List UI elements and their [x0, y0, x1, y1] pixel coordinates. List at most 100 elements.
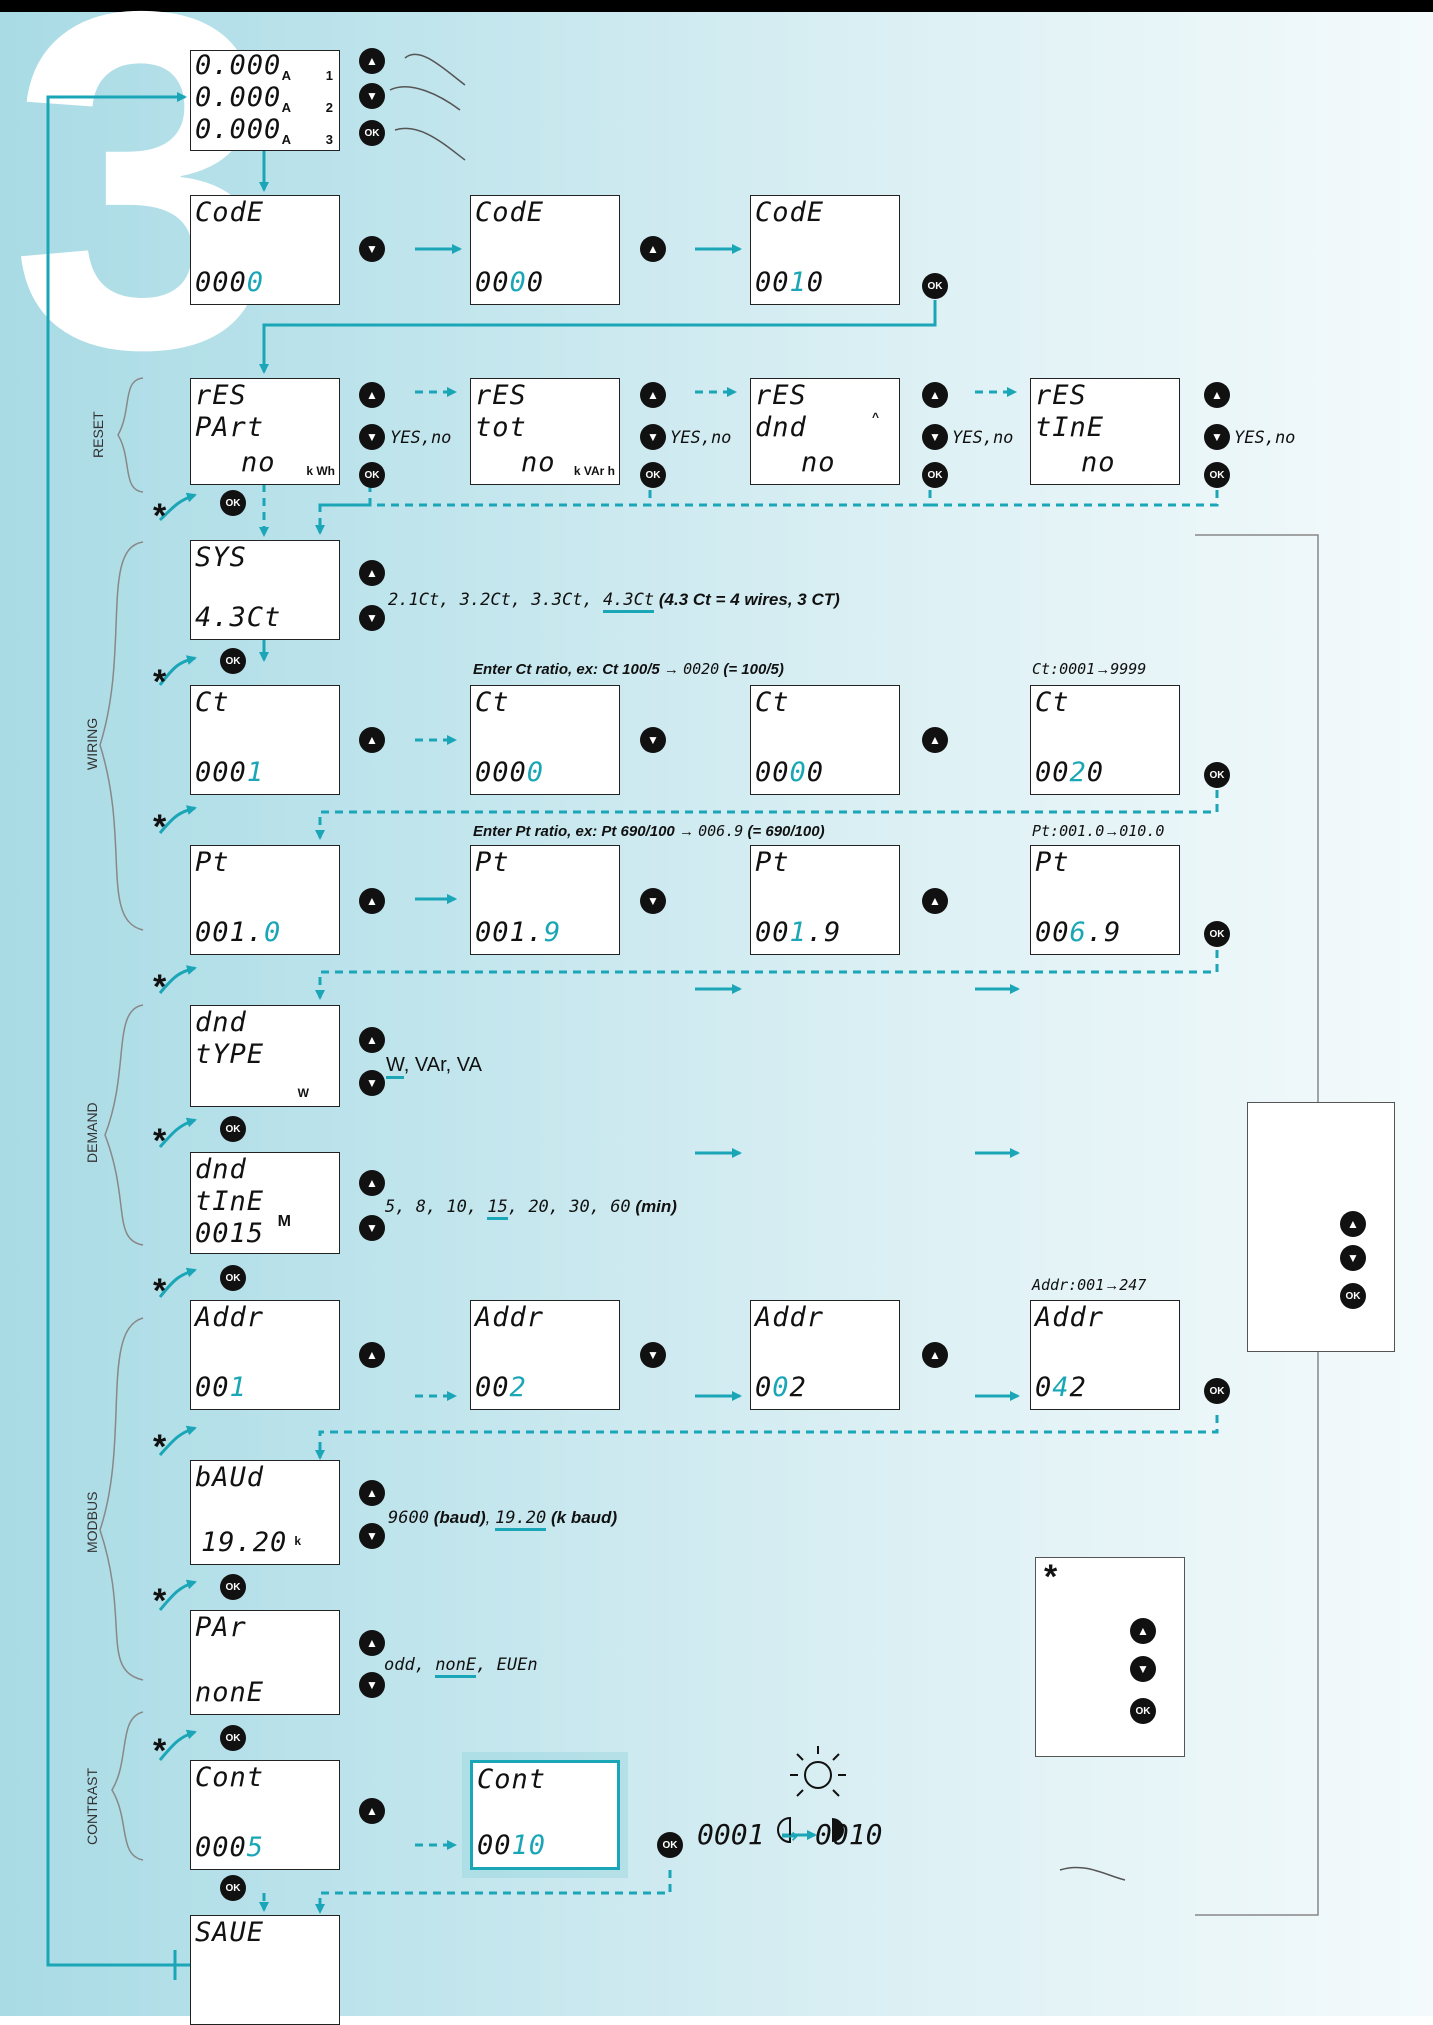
display-reset-time: rES tInE no — [1030, 378, 1180, 485]
pt-range-caption: Pt:001.0→010.0 — [1032, 822, 1164, 840]
addr-range-caption: Addr:001→247 — [1032, 1276, 1146, 1294]
parity-options: odd, nonE, EUEn — [384, 1655, 538, 1675]
ok-button[interactable]: OK — [640, 462, 666, 488]
down-button[interactable]: ▼ — [359, 1070, 385, 1096]
ok-button[interactable]: OK — [922, 462, 948, 488]
ok-button[interactable]: OK — [359, 462, 385, 488]
ok-button[interactable]: OK — [657, 1832, 683, 1858]
display-currents: 0.000 0.000 0.000 A A A 1 2 3 — [190, 50, 340, 151]
star-hint-panel: * ▲ ▼ OK — [1035, 1557, 1185, 1757]
up-button[interactable]: ▲ — [359, 1480, 385, 1506]
star-mark: * — [153, 808, 166, 847]
up-button[interactable]: ▲ — [922, 888, 948, 914]
ok-button[interactable]: OK — [220, 1116, 246, 1142]
yes-no-option: YES,no — [1234, 428, 1295, 448]
up-button[interactable]: ▲ — [359, 1342, 385, 1368]
up-button[interactable]: ▲ — [359, 560, 385, 586]
yes-no-option: YES,no — [390, 428, 451, 448]
display-ct-4: Ct 0020 — [1030, 685, 1180, 795]
display-ct-3: Ct 0000 — [750, 685, 900, 795]
ok-button[interactable]: OK — [220, 1875, 246, 1901]
ok-button[interactable]: OK — [922, 273, 948, 299]
display-parity: PAr nonE — [190, 1610, 340, 1715]
up-button[interactable]: ▲ — [640, 236, 666, 262]
up-button[interactable]: ▲ — [1130, 1618, 1156, 1644]
up-button[interactable]: ▲ — [640, 382, 666, 408]
return-line — [48, 97, 190, 1965]
ok-button[interactable]: OK — [220, 1725, 246, 1751]
demand-time-options: 5, 8, 10, 15, 20, 30, 60 (min) — [385, 1197, 677, 1217]
ok-button[interactable]: OK — [1204, 1378, 1230, 1404]
display-demand-time: dnd tInE 0015 M — [190, 1152, 340, 1254]
up-button[interactable]: ▲ — [1204, 382, 1230, 408]
star-mark: * — [153, 1428, 166, 1467]
star-mark: * — [1044, 1558, 1057, 1597]
up-button[interactable]: ▲ — [359, 727, 385, 753]
down-button[interactable]: ▼ — [922, 424, 948, 450]
ok-button[interactable]: OK — [220, 648, 246, 674]
star-mark: * — [153, 1122, 166, 1161]
ok-button[interactable]: OK — [1204, 762, 1230, 788]
star-mark: * — [153, 1582, 166, 1621]
star-mark: * — [153, 1732, 166, 1771]
display-address-3: Addr 002 — [750, 1300, 900, 1410]
up-button[interactable]: ▲ — [359, 1630, 385, 1656]
ok-button[interactable]: OK — [1204, 921, 1230, 947]
display-ct-2: Ct 0000 — [470, 685, 620, 795]
down-button[interactable]: ▼ — [359, 1215, 385, 1241]
ct-example-caption: Enter Ct ratio, ex: Ct 100/5 → 0020 (= 1… — [473, 660, 784, 678]
display-reset-demand: rES dnd no ^ — [750, 378, 900, 485]
down-button[interactable]: ▼ — [640, 1342, 666, 1368]
up-button[interactable]: ▲ — [922, 727, 948, 753]
up-button[interactable]: ▲ — [359, 888, 385, 914]
display-reset-total: rES tot no k VAr h — [470, 378, 620, 485]
up-button[interactable]: ▲ — [359, 1170, 385, 1196]
display-system: SYS 4.3Ct — [190, 540, 340, 640]
up-button[interactable]: ▲ — [922, 382, 948, 408]
down-button[interactable]: ▼ — [640, 424, 666, 450]
down-button[interactable]: ▼ — [1130, 1656, 1156, 1682]
display-save: SAUE — [190, 1915, 340, 2025]
up-button[interactable]: ▲ — [1340, 1211, 1366, 1237]
down-button[interactable]: ▼ — [359, 83, 385, 109]
star-mark: * — [153, 968, 166, 1007]
display-pt-4: Pt 006.9 — [1030, 845, 1180, 955]
display-code-2: CodE 0000 — [470, 195, 620, 305]
display-address-1: Addr 001 — [190, 1300, 340, 1410]
up-button[interactable]: ▲ — [922, 1342, 948, 1368]
ok-button[interactable]: OK — [1204, 462, 1230, 488]
section-label-wiring: WIRING — [84, 718, 100, 770]
ok-button[interactable]: OK — [1130, 1698, 1156, 1724]
display-ct-1: Ct 0001 — [190, 685, 340, 795]
display-address-2: Addr 002 — [470, 1300, 620, 1410]
down-button[interactable]: ▼ — [359, 236, 385, 262]
down-button[interactable]: ▼ — [359, 424, 385, 450]
down-button[interactable]: ▼ — [359, 605, 385, 631]
up-button[interactable]: ▲ — [359, 1798, 385, 1824]
ok-button[interactable]: OK — [1340, 1283, 1366, 1309]
up-button[interactable]: ▲ — [359, 382, 385, 408]
star-mark: * — [153, 1272, 166, 1311]
up-button[interactable]: ▲ — [359, 48, 385, 74]
display-baud: bAUd 19.20 k — [190, 1460, 340, 1565]
down-button[interactable]: ▼ — [1340, 1245, 1366, 1271]
ok-button[interactable]: OK — [220, 1574, 246, 1600]
display-contrast-2: Cont 0010 — [470, 1760, 620, 1870]
ok-button[interactable]: OK — [220, 1265, 246, 1291]
down-button[interactable]: ▼ — [1204, 424, 1230, 450]
system-options: 2.1Ct, 3.2Ct, 3.3Ct, 4.3Ct (4.3 Ct = 4 w… — [388, 590, 840, 610]
ct-range-caption: Ct:0001→9999 — [1032, 660, 1146, 678]
down-button[interactable]: ▼ — [359, 1672, 385, 1698]
ok-button[interactable]: OK — [359, 120, 385, 146]
down-button[interactable]: ▼ — [640, 888, 666, 914]
ok-button[interactable]: OK — [220, 490, 246, 516]
contrast-range: 0001 → 0010 — [697, 1818, 882, 1851]
section-label-demand: DEMAND — [84, 1102, 100, 1163]
yes-no-option: YES,no — [670, 428, 731, 448]
down-button[interactable]: ▼ — [640, 727, 666, 753]
up-button[interactable]: ▲ — [359, 1027, 385, 1053]
display-pt-3: Pt 001.9 — [750, 845, 900, 955]
star-mark: * — [153, 497, 166, 536]
demand-type-options: W, VAr, VA — [386, 1054, 482, 1077]
down-button[interactable]: ▼ — [359, 1523, 385, 1549]
